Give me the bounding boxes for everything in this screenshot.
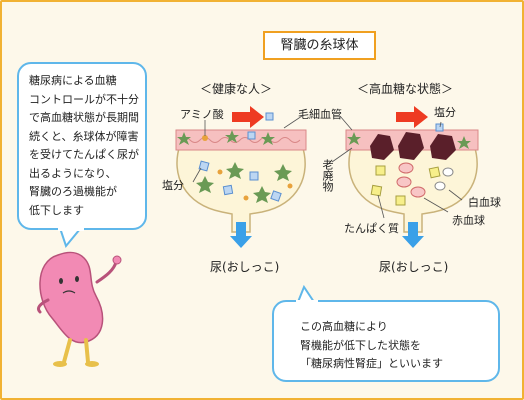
amino-acid-dot — [202, 135, 208, 141]
capillary-band — [175, 129, 307, 151]
protein-block — [375, 165, 386, 176]
character-arm — [36, 298, 50, 314]
waste-star — [177, 132, 191, 145]
explanation-line: で高血糖状態が長期間 — [29, 111, 139, 124]
waste-star — [253, 186, 271, 203]
salt-cube — [270, 190, 282, 202]
bubble-tail-mask — [58, 224, 84, 231]
leader-line — [448, 189, 463, 201]
character-mouth — [62, 290, 76, 294]
protein-block — [370, 184, 383, 197]
healthy-glomerulus — [175, 106, 307, 248]
capillary-wave — [179, 137, 301, 143]
white-blood-cell — [434, 181, 446, 191]
explanation-line: 低下します — [29, 203, 84, 217]
salt-cube — [265, 112, 274, 121]
explanation-line: 出るようになり、 — [29, 166, 117, 180]
amino-acid-label: アミノ酸 — [180, 108, 224, 121]
explanation-line: を受けてたんぱく尿が — [29, 148, 139, 161]
damaged-tissue — [398, 132, 424, 160]
salt-cube — [435, 123, 444, 132]
character-foot — [85, 361, 99, 367]
bubble-tail-mask — [296, 300, 318, 306]
waste-star — [274, 164, 292, 181]
blood-flow-arrow — [396, 106, 428, 128]
diagram-title: 腎臓の糸球体 — [263, 31, 376, 60]
character-hand — [112, 255, 122, 265]
explanation-line: 糖尿病による血糖 — [29, 74, 117, 87]
hyperglycemia-glomerulus — [331, 106, 479, 248]
salt-cube — [198, 160, 210, 172]
waste-star — [457, 136, 471, 149]
leader-line — [331, 147, 353, 163]
healthy-urine-label: 尿(おしっこ) — [210, 260, 280, 274]
summary-line: 「糖尿病性腎症」といいます — [300, 357, 443, 370]
character-foot — [53, 361, 67, 367]
protein-label: たんぱく質 — [344, 222, 399, 235]
amino-acid-dot — [243, 195, 249, 201]
urine-arrow — [230, 222, 252, 248]
bowman-capsule — [176, 144, 306, 233]
character-leg — [84, 338, 90, 364]
explanation-line: 腎臓のろ過機能が — [29, 185, 117, 198]
red-blood-cell — [396, 176, 412, 188]
blood-flow-arrow — [232, 106, 264, 128]
leader-line — [339, 115, 353, 131]
leader-line — [283, 115, 303, 129]
bubble-tail — [296, 284, 316, 303]
white-blood-cell — [442, 167, 454, 177]
hyper-salt-label: 塩分 — [434, 106, 456, 119]
rbc-label: 赤血球 — [452, 214, 485, 227]
kidney-character — [36, 251, 122, 367]
summary-line: 腎機能が低下した状態を — [300, 338, 421, 352]
waste-star — [196, 176, 214, 193]
leader-line — [377, 194, 385, 219]
leader-line — [192, 167, 202, 183]
red-blood-cell — [410, 186, 426, 198]
protein-block — [428, 166, 441, 179]
damaged-tissue — [370, 134, 394, 160]
waste-star — [347, 132, 361, 145]
character-eye — [75, 276, 79, 282]
hyperglycemia-heading: ＜高血糖な状態＞ — [357, 82, 454, 96]
leader-line — [423, 197, 449, 213]
waste-label: 老廃物 — [321, 159, 334, 192]
leader-line — [439, 121, 442, 128]
character-arm — [95, 260, 118, 284]
damaged-tissue — [430, 134, 456, 160]
protein-block — [395, 195, 406, 206]
waste-star — [225, 130, 239, 143]
summary-bubble: この高血糖により 腎機能が低下した状態を 「糖尿病性腎症」といいます — [272, 300, 500, 382]
explanation-line: 続くと、糸球体が障害 — [29, 129, 139, 143]
character-leg — [62, 338, 72, 364]
waste-star — [261, 132, 275, 145]
salt-cube — [222, 184, 234, 196]
amino-acid-dot — [287, 183, 293, 189]
red-blood-cell — [398, 162, 414, 174]
amino-acid-dot — [217, 169, 223, 175]
explanation-line: コントロールが不十分 — [29, 92, 139, 106]
healthy-heading: ＜健康な人＞ — [200, 82, 273, 96]
wbc-label: 白血球 — [468, 196, 501, 209]
urine-arrow — [402, 222, 424, 248]
capillary-label: 毛細血管 — [298, 108, 342, 121]
healthy-salt-label: 塩分 — [162, 179, 184, 192]
salt-cube — [249, 171, 259, 181]
salt-cube — [247, 131, 256, 140]
hyper-urine-label: 尿(おしっこ) — [379, 260, 449, 274]
waste-star — [226, 162, 244, 179]
character-eye — [59, 278, 63, 284]
explanation-bubble: 糖尿病による血糖 コントロールが不十分 で高血糖状態が長期間 続くと、糸球体が障… — [17, 62, 147, 230]
character-body — [39, 251, 104, 344]
summary-line: この高血糖により — [300, 320, 388, 333]
